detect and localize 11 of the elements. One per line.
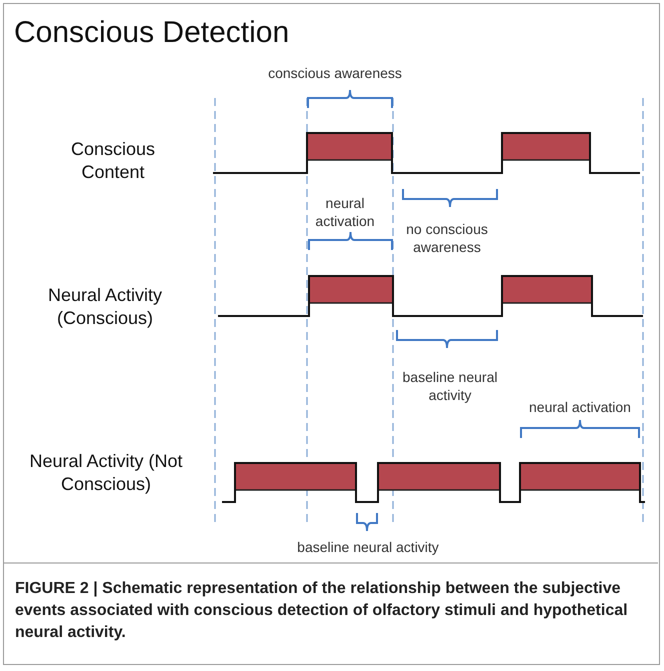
figure-caption: FIGURE 2 | Schematic representation of the relationship between the subjective events associated with conscious detection of olfactory stimuli and hypothetical neural activity.	[15, 579, 629, 643]
annotation-label: conscious awareness	[267, 64, 403, 82]
row-label: Conscious Content	[70, 138, 156, 184]
annotation-label: baseline neural activity	[296, 538, 440, 556]
annotation-label: baseline neural activity	[402, 368, 498, 404]
row-label: Neural Activity (Not Conscious)	[28, 450, 184, 496]
annotation-label: neural activation	[528, 398, 632, 416]
annotation-label: neural activation	[314, 194, 376, 230]
diagram-title: Conscious Detection	[14, 16, 290, 50]
row-label: Neural Activity (Conscious)	[46, 284, 164, 330]
annotation-label: no conscious awareness	[405, 220, 489, 256]
